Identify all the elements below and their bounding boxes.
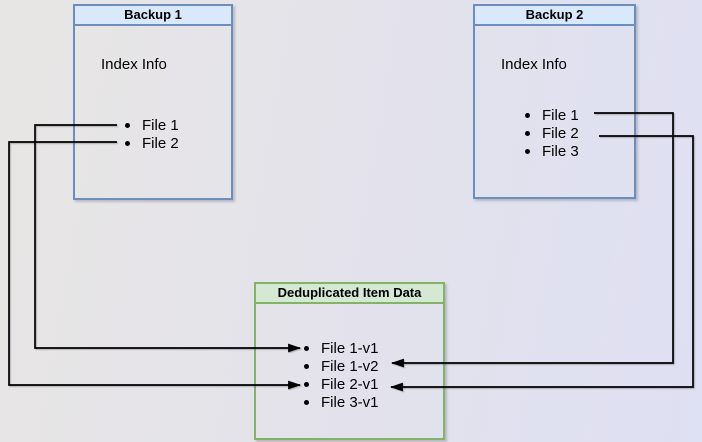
- list-item: File 2: [475, 124, 634, 142]
- backup1-index-info-label: Index Info: [101, 56, 167, 73]
- bullet-icon: [525, 112, 530, 118]
- backup2-file-list: File 1 File 2 File 3: [475, 106, 634, 160]
- bullet-icon: [304, 399, 309, 405]
- list-item: File 3-v1: [256, 393, 443, 411]
- deduplicated-item-data-box: Deduplicated Item Data File 1-v1 File 1-…: [254, 282, 445, 440]
- bullet-icon: [525, 148, 530, 154]
- bullet-icon: [304, 381, 309, 387]
- list-item: File 3: [475, 142, 634, 160]
- bullet-icon: [125, 140, 130, 146]
- backup2-box: Backup 2 Index Info File 1 File 2 File 3: [473, 4, 636, 199]
- list-item: File 2: [75, 134, 231, 152]
- backup2-index-info-label: Index Info: [501, 56, 567, 73]
- backup1-title: Backup 1: [75, 6, 231, 26]
- bullet-icon: [304, 363, 309, 369]
- list-item-label: File 1-v1: [321, 339, 379, 357]
- list-item-label: File 1: [142, 116, 179, 134]
- list-item-label: File 1: [542, 106, 579, 124]
- list-item: File 1: [75, 116, 231, 134]
- bullet-icon: [304, 345, 309, 351]
- list-item-label: File 2-v1: [321, 375, 379, 393]
- list-item-label: File 2: [542, 124, 579, 142]
- backup1-file-list: File 1 File 2: [75, 116, 231, 152]
- list-item: File 2-v1: [256, 375, 443, 393]
- dedup-item-list: File 1-v1 File 1-v2 File 2-v1 File 3-v1: [256, 339, 443, 411]
- backup1-box: Backup 1 Index Info File 1 File 2: [73, 4, 233, 200]
- list-item: File 1-v1: [256, 339, 443, 357]
- bullet-icon: [525, 130, 530, 136]
- list-item-label: File 1-v2: [321, 357, 379, 375]
- backup2-title: Backup 2: [475, 6, 634, 26]
- dedup-title: Deduplicated Item Data: [256, 284, 443, 304]
- bullet-icon: [125, 122, 130, 128]
- list-item: File 1: [475, 106, 634, 124]
- list-item-label: File 3: [542, 142, 579, 160]
- list-item: File 1-v2: [256, 357, 443, 375]
- list-item-label: File 3-v1: [321, 393, 379, 411]
- list-item-label: File 2: [142, 134, 179, 152]
